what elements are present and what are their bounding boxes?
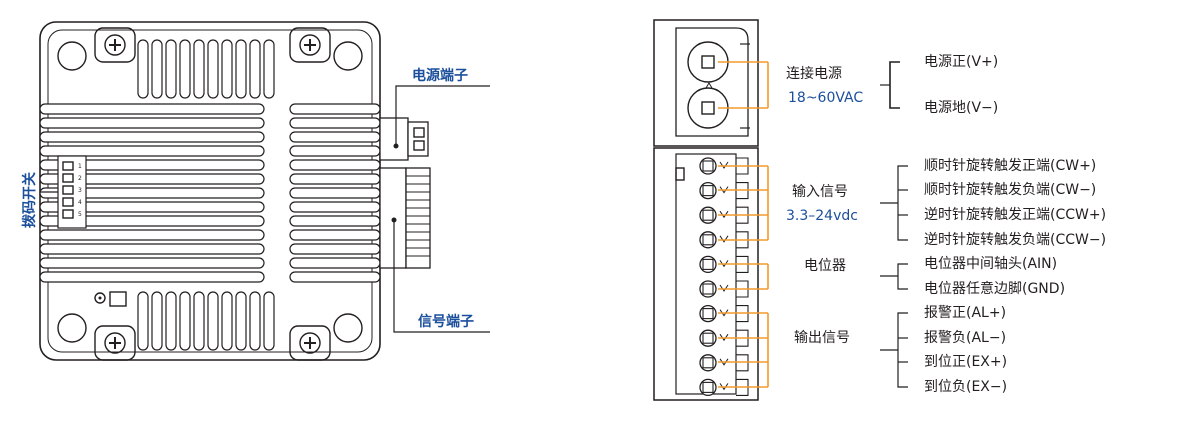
pot-group-title: 电位器 (804, 258, 846, 274)
signal-leaders (718, 165, 769, 388)
output-group-title: 输出信号 (794, 330, 850, 346)
terminal-wire-clip (719, 333, 729, 342)
input-pin-label: 顺时针旋转触发正端(CW+) (924, 158, 1096, 174)
pot-pin-label: 电位器任意边脚(GND) (924, 280, 1065, 297)
terminal-wire-clip (719, 235, 729, 243)
terminal-screw-slot (702, 258, 714, 270)
output-pin-label: 到位负(EX−) (924, 379, 1007, 395)
terminal-screw (699, 280, 717, 298)
input-pin-label: 逆时针旋转触发正端(CCW+) (924, 207, 1106, 223)
terminal-screw-slot (702, 381, 714, 393)
terminal-wire-clip (719, 161, 729, 169)
terminal-wire-clip (719, 186, 729, 194)
terminal-screw (699, 354, 717, 372)
svg-text:1: 1 (78, 163, 82, 170)
signal-connector-drawing (653, 147, 759, 401)
terminal-screw-slot (702, 332, 714, 344)
dip-switch-label: 拨码开关 (21, 172, 38, 228)
svg-text:4: 4 (78, 199, 82, 206)
terminal-wire-clip (719, 284, 729, 292)
svg-text:2: 2 (78, 175, 82, 182)
power-terminal-label: 电源端子 (412, 67, 468, 84)
input-group-spec: 3.3–24vdc (786, 208, 858, 224)
input-pin-label: 逆时针旋转触发负端(CCW−) (924, 232, 1106, 248)
terminal-wire-clip (719, 309, 729, 317)
input-pin-label: 顺时针旋转触发负端(CW−) (924, 182, 1096, 198)
terminal-screw-slot (702, 234, 714, 246)
terminal-screw (699, 255, 717, 274)
svg-text:5: 5 (78, 211, 82, 218)
terminal-wire-clip (719, 383, 729, 391)
terminal-screw-slot (702, 357, 714, 369)
power-pin-label: 电源正(V+) (924, 54, 998, 70)
terminal-screw (699, 329, 717, 347)
terminal-wire-clip (719, 210, 729, 219)
signal-terminal-callout (391, 217, 490, 333)
power-connector-drawing (653, 19, 759, 147)
terminal-screw (699, 181, 717, 200)
terminal-screw (699, 231, 717, 249)
power-group-title: 连接电源 (786, 65, 842, 82)
dip-switch-block: 1 2 3 4 5 (57, 155, 87, 229)
terminal-wire-clip (719, 358, 729, 366)
terminal-screw (699, 304, 717, 323)
terminal-screw-slot (702, 160, 714, 172)
terminal-screw-slot (702, 209, 714, 221)
input-group-title: 输入信号 (792, 184, 848, 200)
power-terminal-callout (393, 85, 490, 149)
terminal-screw-slot (702, 185, 714, 197)
output-pin-label: 报警负(AL−) (924, 330, 1006, 346)
right-brackets (880, 84, 908, 388)
svg-text:3: 3 (78, 187, 82, 194)
output-pin-label: 报警正(AL+) (924, 305, 1006, 321)
driver-outline-drawing: 1 2 3 4 5 (39, 21, 431, 361)
terminal-screw-slot (702, 283, 714, 295)
terminal-screw (699, 157, 717, 175)
output-pin-label: 到位正(EX+) (924, 354, 1007, 370)
pot-pin-label: 电位器中间轴头(AIN) (924, 256, 1057, 272)
terminal-screw (699, 378, 717, 397)
signal-terminal-label: 信号端子 (418, 313, 474, 330)
terminal-screw (699, 206, 717, 224)
power-pin-label: 电源地(V−) (924, 100, 998, 116)
terminal-wire-clip (719, 260, 729, 268)
power-group-spec: 18~60VAC (788, 90, 863, 106)
terminal-screw-slot (702, 308, 714, 320)
